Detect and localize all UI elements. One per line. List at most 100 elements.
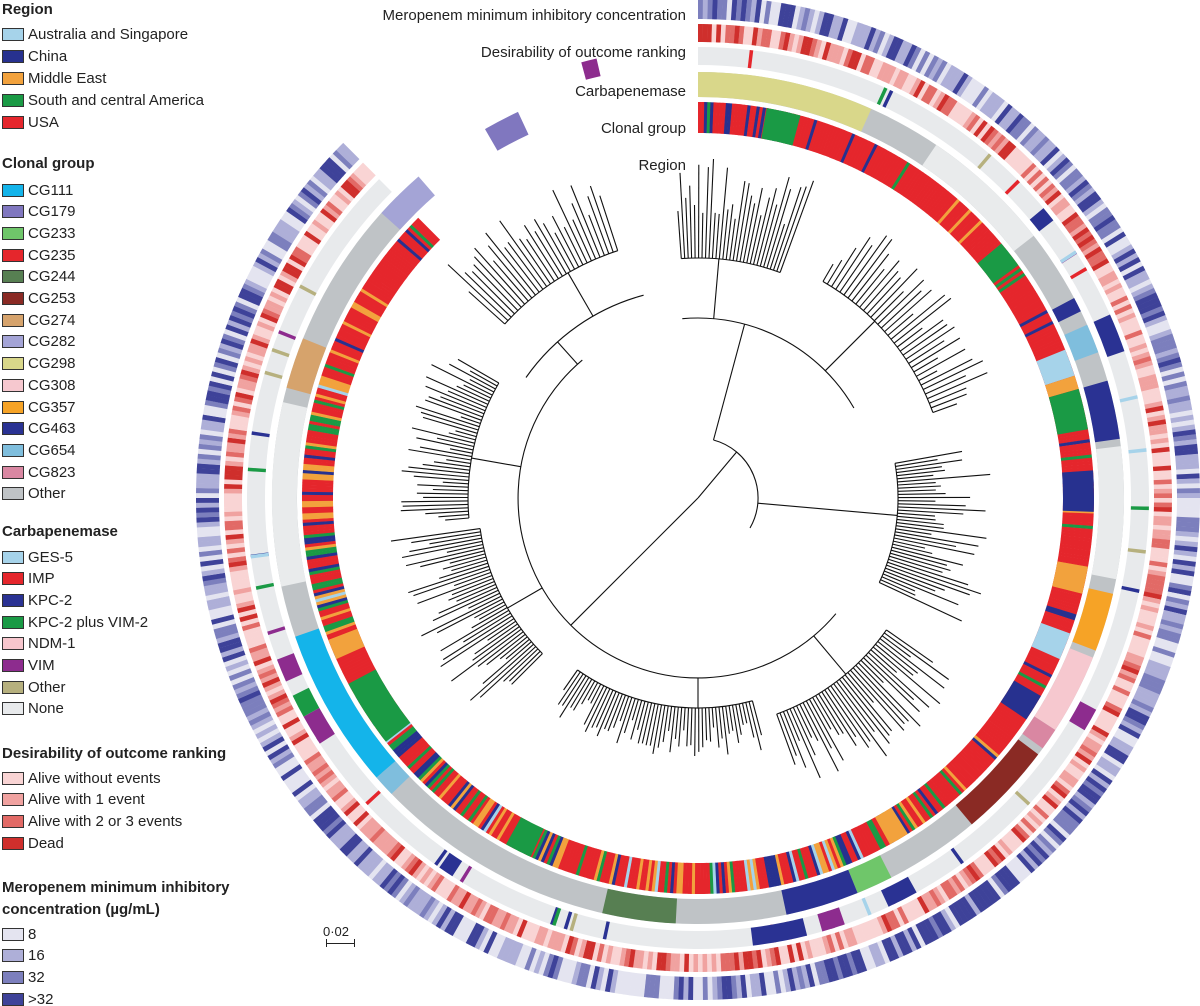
outcome-segment — [1133, 355, 1152, 366]
tree-branch — [742, 203, 756, 263]
tree-branch — [567, 272, 594, 317]
region-segment — [501, 814, 520, 844]
region-segment — [891, 161, 911, 190]
meropenem-segment — [208, 605, 233, 616]
meropenem-segment — [1172, 429, 1196, 438]
outcome-segment — [247, 638, 266, 649]
region-segment — [386, 723, 414, 746]
region-segment — [761, 108, 801, 146]
meropenem-segment — [1148, 654, 1173, 668]
outcome-segment — [253, 329, 272, 341]
region-segment — [1062, 520, 1094, 527]
outcome-segment — [328, 783, 346, 799]
region-segment — [1029, 648, 1059, 665]
region-segment — [413, 751, 438, 776]
tree-branch — [451, 577, 494, 596]
region-segment — [1020, 666, 1050, 684]
meropenem-segment — [1173, 549, 1198, 558]
tree-arc — [504, 250, 618, 325]
legend-label: CG298 — [28, 355, 76, 373]
outcome-segment — [1047, 193, 1065, 209]
outcome-segment — [720, 24, 727, 43]
legend-item-clonal-group-cg179: CG179 — [2, 202, 76, 222]
meropenem-segment — [960, 77, 978, 100]
region-segment — [937, 198, 961, 225]
tree-branch — [599, 195, 619, 251]
outcome-segment — [525, 922, 536, 942]
region-segment — [335, 334, 366, 351]
region-segment — [319, 605, 350, 618]
meropenem-segment — [1149, 328, 1173, 342]
region-segment — [871, 817, 889, 847]
region-segment — [438, 773, 461, 800]
region-segment — [327, 354, 358, 369]
ring-region — [301, 101, 1095, 895]
region-segment — [821, 125, 836, 156]
meropenem-segment — [1176, 488, 1200, 494]
outcome-segment — [298, 238, 317, 253]
region-segment — [860, 823, 878, 853]
region-segment — [816, 123, 830, 154]
outcome-segment — [243, 360, 262, 370]
region-segment — [1059, 442, 1091, 450]
region-segment — [596, 850, 608, 882]
region-segment — [417, 755, 442, 781]
region-segment — [537, 831, 554, 862]
region-segment — [1061, 532, 1093, 539]
region-segment — [339, 326, 370, 343]
outcome-segment — [1000, 143, 1017, 161]
outcome-segment — [271, 696, 290, 710]
region-segment — [883, 157, 903, 186]
region-segment — [998, 703, 1026, 724]
outcome-segment — [250, 647, 269, 658]
outcome-segment — [225, 529, 244, 536]
meropenem-segment — [1113, 732, 1136, 748]
meropenem-segment — [1098, 223, 1121, 240]
meropenem-segment — [872, 942, 886, 966]
meropenem-segment — [439, 908, 456, 932]
region-segment — [554, 838, 569, 869]
meropenem-segment — [255, 256, 278, 273]
meropenem-segment — [297, 786, 319, 805]
region-segment — [961, 747, 987, 772]
outcome-segment — [872, 917, 884, 937]
meropenem-segment — [269, 748, 293, 765]
region-segment — [323, 366, 354, 380]
tree-branch — [835, 236, 871, 290]
outcome-segment — [1095, 716, 1114, 730]
outcome-segment — [293, 246, 312, 260]
meropenem-segment — [262, 735, 285, 752]
meropenem-segment — [288, 775, 311, 794]
meropenem-segment — [1126, 707, 1150, 722]
meropenem-segment — [1164, 600, 1189, 611]
meropenem-segment — [1136, 296, 1160, 311]
outcome-segment — [229, 569, 249, 577]
region-segment — [590, 849, 602, 880]
outcome-segment — [715, 953, 722, 972]
outcome-segment — [932, 91, 946, 110]
tree-branch — [591, 688, 611, 728]
region-segment — [306, 432, 338, 441]
carbapenemase-segment — [1128, 448, 1147, 454]
region-segment — [977, 730, 1004, 754]
outcome-segment — [733, 25, 741, 44]
outcome-segment — [233, 586, 252, 596]
meropenem-segment — [832, 16, 844, 40]
region-segment — [808, 120, 821, 151]
meropenem-segment — [1005, 862, 1025, 884]
tree-branch — [779, 712, 797, 756]
tree-branch — [474, 601, 505, 619]
region-segment — [1061, 523, 1094, 530]
tree-branch — [836, 681, 875, 733]
meropenem-segment — [894, 40, 909, 64]
outcome-segment — [426, 871, 441, 890]
meropenem-segment — [264, 239, 288, 256]
tree-branch — [456, 385, 490, 402]
outcome-segment — [990, 134, 1007, 152]
outcome-segment — [1102, 278, 1121, 292]
meropenem-segment — [528, 948, 542, 973]
region-segment — [407, 745, 432, 770]
region-segment — [390, 728, 417, 751]
tree-branch — [390, 528, 481, 542]
outcome-segment — [389, 844, 406, 862]
